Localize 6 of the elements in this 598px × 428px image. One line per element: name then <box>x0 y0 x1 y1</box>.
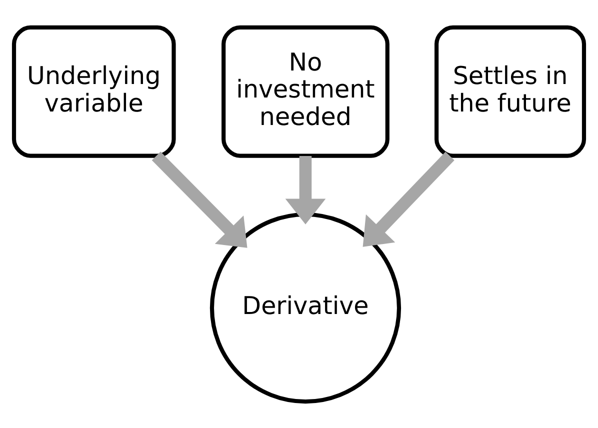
arrow <box>362 151 454 246</box>
node-box: No investment needed <box>222 24 390 158</box>
arrow <box>152 151 248 248</box>
arrow <box>285 155 326 224</box>
node-box: Underlying variable <box>12 24 176 158</box>
node-box: Settles in the future <box>434 24 586 158</box>
